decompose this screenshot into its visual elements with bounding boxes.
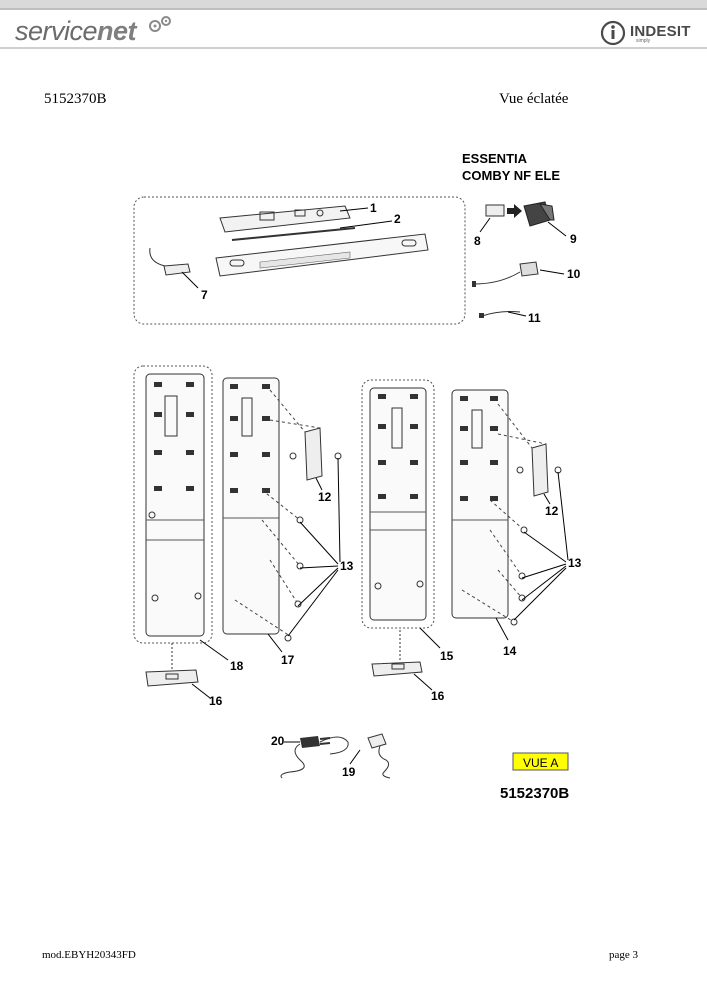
drawing-code: 5152370B (500, 785, 569, 802)
power-cord-part (280, 736, 349, 779)
base-16-left-part (145, 669, 199, 687)
control-board-part (219, 205, 369, 233)
part-label-9: 9 (570, 232, 577, 246)
wire-harness-part (472, 261, 539, 287)
projection-lines-right (461, 403, 547, 623)
header-divider (0, 47, 707, 49)
fuse-part (367, 733, 391, 779)
sensor-part (149, 247, 199, 289)
brand-name: INDESIT (630, 23, 691, 40)
servicenet-logo: servicenet (15, 16, 137, 47)
panel-14-part (451, 389, 509, 619)
part-label-12-left: 12 (318, 490, 332, 504)
gears-icon (149, 16, 171, 32)
logo-text-net: net (97, 16, 137, 46)
part-label-14: 14 (503, 644, 517, 658)
view-title: Vue éclatée (499, 91, 569, 107)
screws-left (284, 452, 342, 642)
part-label-13-right: 13 (568, 556, 582, 570)
panel-18-part (145, 373, 205, 637)
screws-right (510, 466, 562, 626)
cover-12-left-part (304, 427, 323, 481)
vue-a-box (512, 752, 569, 771)
panel-18-group-box (133, 365, 213, 644)
part-label-16-left: 16 (209, 694, 223, 708)
indesit-logo-icon (600, 20, 626, 46)
projection-lines-left (234, 389, 321, 637)
model-line-1: ESSENTIA (462, 151, 528, 166)
part-label-20: 20 (271, 734, 285, 748)
part-label-1: 1 (370, 201, 377, 215)
cover-plate-part (215, 233, 429, 277)
vue-a-label: VUE A (523, 756, 558, 770)
logo-text-service: service (15, 16, 98, 46)
footer-model-ref: mod.EBYH20343FD (42, 949, 136, 961)
part-label-7: 7 (201, 288, 208, 302)
part-label-16-right: 16 (431, 689, 445, 703)
panel-17-part (222, 377, 280, 635)
cover-12-right-part (531, 443, 549, 497)
part-label-17: 17 (281, 653, 295, 667)
panel-15-part (369, 387, 427, 621)
small-wire-part (479, 311, 521, 318)
page-number: page 3 (609, 949, 639, 961)
top-group-box (133, 196, 466, 325)
part-label-13-left: 13 (340, 559, 354, 573)
document-code: 5152370B (44, 91, 107, 107)
switch-part (523, 201, 555, 227)
arrow-icon (507, 204, 522, 218)
top-bar (0, 0, 707, 8)
part-label-12-right: 12 (545, 504, 559, 518)
part-label-11: 11 (528, 311, 541, 325)
part-label-2: 2 (394, 212, 401, 226)
rod-part (231, 227, 356, 241)
switch-cover-part (485, 204, 505, 217)
leader-lines-13-right (513, 471, 569, 621)
brand-tagline: simply (636, 38, 651, 44)
top-bar-shadow (0, 8, 707, 10)
part-label-19: 19 (342, 765, 356, 779)
leader-lines-13-left (287, 457, 341, 637)
part-label-15: 15 (440, 649, 454, 663)
part-label-10: 10 (567, 267, 581, 281)
part-label-8: 8 (474, 234, 481, 248)
model-line-2: COMBY NF ELE (462, 168, 560, 183)
part-label-18: 18 (230, 659, 244, 673)
